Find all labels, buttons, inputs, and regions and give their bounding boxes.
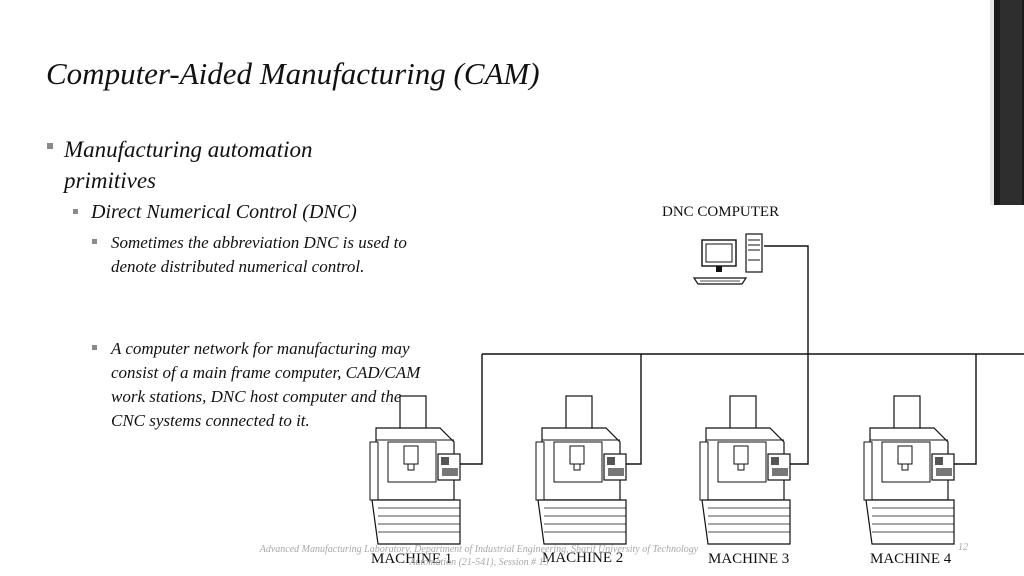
slide-footer: Advanced Manufacturing Laboratory, Depar… (209, 543, 749, 569)
machine-2-icon (535, 395, 627, 545)
machine-1-connection-line (458, 354, 483, 465)
machine-1-label: MACHINE 1 (371, 551, 453, 567)
bullet-level-3-abbreviation: Sometimes the abbreviation DNC is used t… (111, 233, 407, 276)
bullet-marker (92, 345, 97, 350)
machine-4-icon (863, 395, 955, 545)
dnc-computer-label: DNC COMPUTER (662, 204, 780, 220)
footer-lab-line: Advanced Manufacturing Laboratory, Depar… (259, 544, 699, 555)
page-number: 12 (958, 542, 968, 553)
computer-connection-line (764, 245, 809, 354)
slide-title: Computer-Aided Manufacturing (CAM) (46, 56, 540, 91)
bullet-marker (47, 143, 53, 149)
bullet-level-2: Direct Numerical Control (DNC) (91, 201, 357, 223)
bullet-level-3-network: A computer network for manufacturing may… (111, 339, 421, 430)
machine-1-icon (369, 395, 461, 545)
machine-3-connection-line (790, 354, 809, 465)
dnc-computer-icon (692, 233, 763, 285)
machine-2-connection-line (624, 354, 642, 465)
bullet-level-1: Manufacturing automation primitives (64, 137, 313, 193)
decorative-side-bar (990, 0, 1024, 205)
machine-3-label: MACHINE 3 (708, 551, 790, 567)
machine-3-icon (699, 395, 791, 545)
footer-course-line: Automation (21-541), Session # 13 (409, 557, 549, 568)
machine-2-label: MACHINE 2 (542, 550, 624, 566)
machine-4-connection-line (952, 354, 977, 465)
machine-4-label: MACHINE 4 (870, 551, 952, 567)
bullet-marker (92, 239, 97, 244)
bullet-marker (73, 209, 78, 214)
